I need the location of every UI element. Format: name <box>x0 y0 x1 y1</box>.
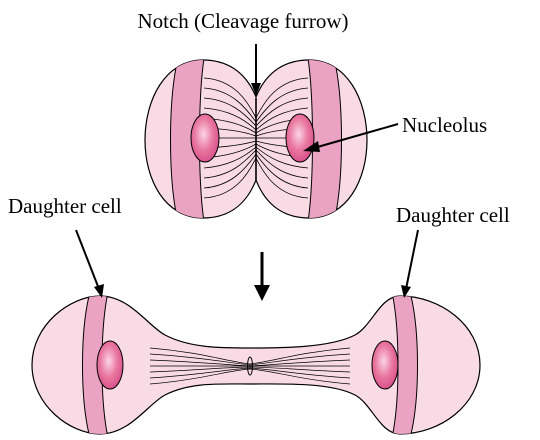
label-daughter-left: Daughter cell <box>8 194 122 218</box>
label-notch: Notch (Cleavage furrow) <box>137 9 348 33</box>
nucleolus-right-top <box>286 114 314 162</box>
separating-cells <box>32 292 480 438</box>
arrow-daughter-left <box>76 230 104 298</box>
nucleolus-left-top <box>191 114 219 162</box>
label-daughter-right: Daughter cell <box>396 203 510 227</box>
label-nucleolus: Nucleolus <box>402 113 487 137</box>
nucleolus-right-bottom <box>372 341 398 389</box>
arrow-daughter-right <box>401 230 418 298</box>
arrow-notch <box>251 44 261 96</box>
arrow-process <box>254 252 270 301</box>
nucleolus-left-bottom <box>97 341 123 389</box>
